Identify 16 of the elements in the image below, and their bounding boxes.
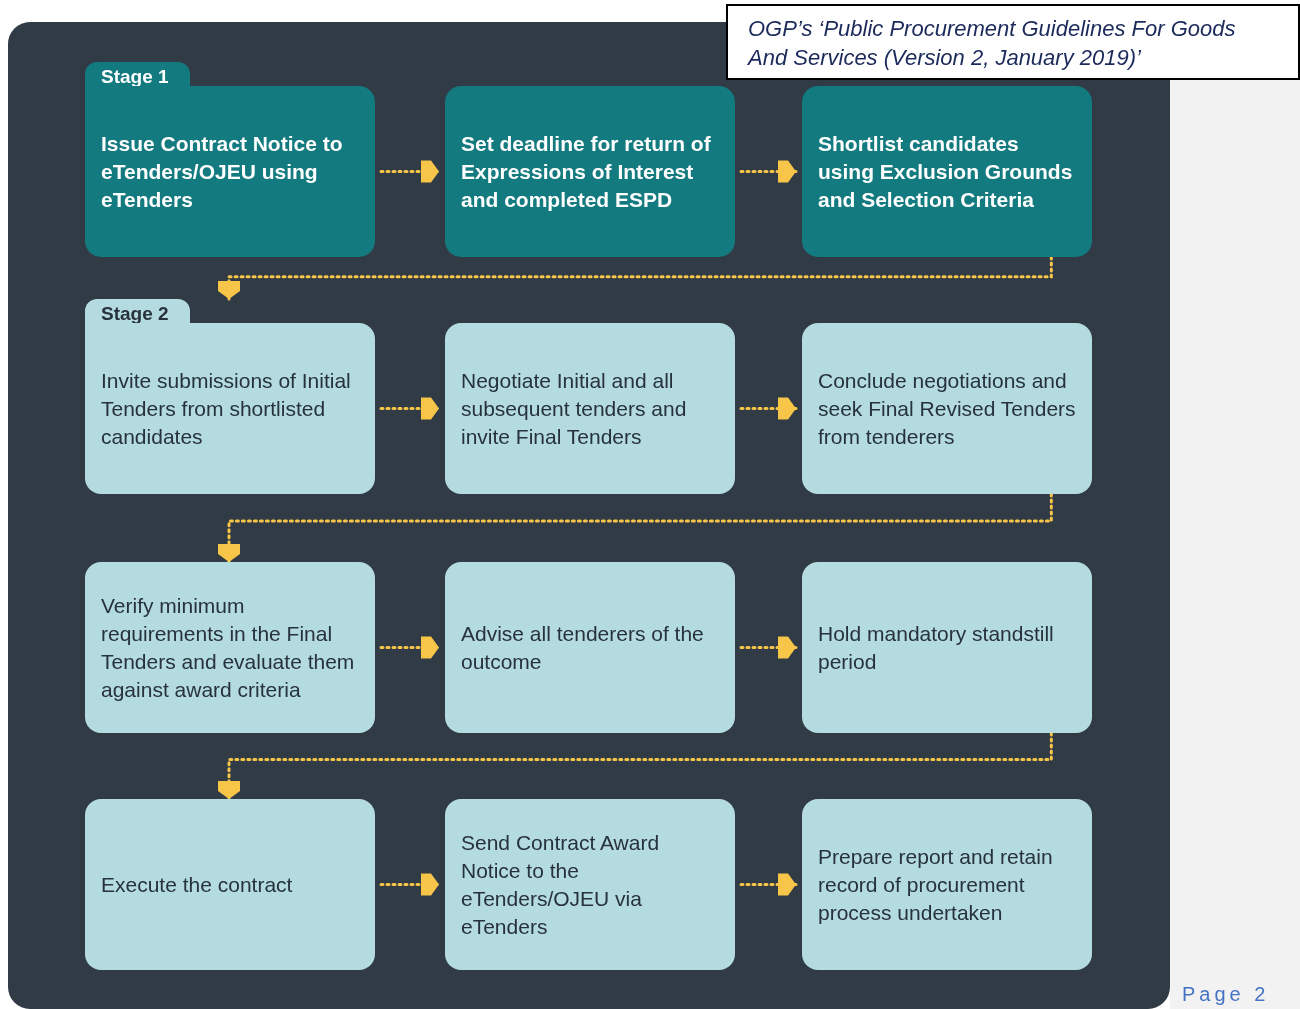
stage-tab: Stage 1 xyxy=(85,62,190,88)
process-card: Issue Contract Notice to eTenders/OJEU using eTenders xyxy=(85,86,375,257)
process-card: Set deadline for return of Expressions of Interest and completed ESPD xyxy=(445,86,735,257)
stage-tab: Stage 2 xyxy=(85,299,190,325)
process-card: Invite submissions of Initial Tenders from shortlisted candidates xyxy=(85,323,375,494)
process-card: Send Contract Award Notice to the eTenders/OJEU via eTenders xyxy=(445,799,735,970)
process-card: Advise all tenderers of the outcome xyxy=(445,562,735,733)
process-card: Verify minimum requirements in the Final Tenders and evaluate them against award criteria xyxy=(85,562,375,733)
process-card: Prepare report and retain record of procurement process undertaken xyxy=(802,799,1092,970)
page-number: Page 2 xyxy=(1182,982,1270,1006)
process-card: Shortlist candidates using Exclusion Grounds and Selection Criteria xyxy=(802,86,1092,257)
process-card: Negotiate Initial and all subsequent tenders and invite Final Tenders xyxy=(445,323,735,494)
process-card: Hold mandatory standstill period xyxy=(802,562,1092,733)
process-card: Conclude negotiations and seek Final Revised Tenders from tenderers xyxy=(802,323,1092,494)
process-card: Execute the contract xyxy=(85,799,375,970)
source-note: OGP’s ‘Public Procurement Guidelines For Goods And Services (Version 2, January 2019)’ xyxy=(726,4,1300,80)
